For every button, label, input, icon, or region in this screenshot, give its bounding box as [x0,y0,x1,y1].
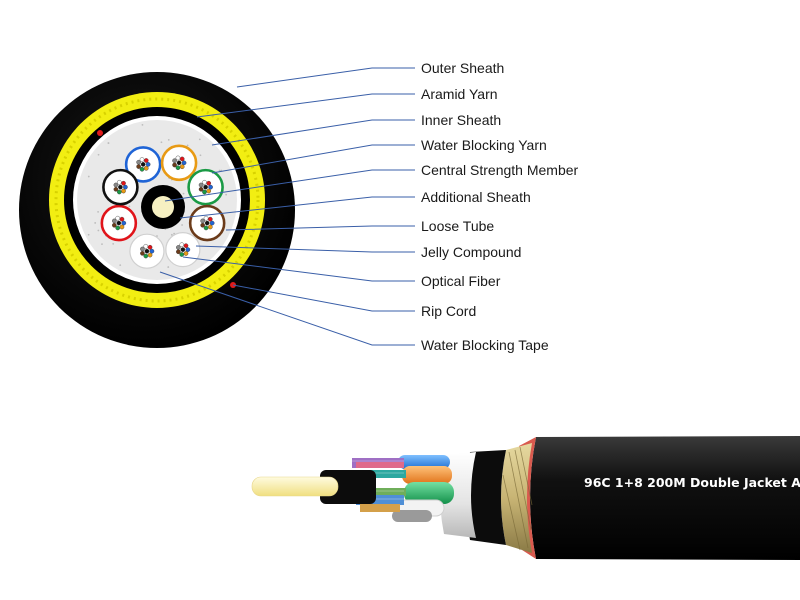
label-additional-sheath: Additional Sheath [421,189,531,205]
optical-fiber [114,187,118,191]
optical-fiber [140,251,144,255]
jelly-dot [225,194,227,196]
optical-fiber [145,249,149,253]
optical-fiber [121,181,125,185]
label-rip-cord: Rip Cord [421,303,476,319]
jelly-dot [142,124,144,126]
optical-fiber [144,244,148,248]
label-outer-sheath: Outer Sheath [421,60,504,76]
jelly-dot [181,224,183,226]
outer-jacket [530,436,800,560]
optical-fiber [208,185,212,189]
optical-fiber [117,180,121,184]
jelly-dot [119,264,121,266]
loose-tube-orange [162,146,196,180]
optical-fiber [121,189,125,193]
optical-fiber [116,216,120,220]
optical-fiber [112,223,116,227]
jelly-dot [98,154,100,156]
jelly-dot [88,176,90,178]
optical-fiber [117,221,121,225]
optical-fiber [148,245,152,249]
optical-fiber [120,217,124,221]
label-water-blocking-tape: Water Blocking Tape [421,337,549,353]
jelly-dot [167,266,169,268]
loose-tube-red [102,206,136,240]
label-water-blocking-yarn: Water Blocking Yarn [421,137,547,153]
jelly-dot [112,243,114,245]
optical-fiber [137,164,141,168]
optical-fiber [148,253,152,257]
optical-fiber [208,217,212,221]
jelly-dot [200,154,202,156]
optical-fiber [180,165,184,169]
jelly-dot [97,230,99,232]
loose-tube-green [189,170,223,204]
jelly-dot [168,139,170,141]
loose-tube-white [166,233,200,267]
optical-fiber [144,158,148,162]
label-aramid-yarn: Aramid Yarn [421,86,498,102]
optical-fiber [123,185,127,189]
optical-fiber [207,181,211,185]
optical-fiber [141,162,145,166]
optical-fiber [186,247,190,251]
optical-fiber [208,225,212,229]
tube-orange [402,466,452,484]
jelly-dot [128,205,130,207]
loose-tube-black [103,170,137,204]
jelly-dot [101,243,103,245]
optical-fiber [176,250,180,254]
rip-cord-dot-1 [97,130,103,136]
optical-fiber [180,157,184,161]
optical-fiber [184,244,188,248]
optical-fiber [120,225,124,229]
jelly-dot [108,142,110,144]
optical-fiber [180,243,184,247]
optical-fiber [182,161,186,165]
optical-fiber [210,221,214,225]
label-jelly-compound: Jelly Compound [421,244,521,260]
optical-fiber [177,161,181,165]
cable-print-text: 96C 1+8 200M Double Jacket ADSS [584,475,800,490]
optical-fiber [176,156,180,160]
jelly-dot [94,222,96,224]
strength-member-rod [252,477,338,496]
optical-fiber [146,162,150,166]
label-loose-tube: Loose Tube [421,218,494,234]
optical-fiber [144,166,148,170]
optical-fiber [140,157,144,161]
optical-fiber [201,223,205,227]
optical-fiber [202,180,206,184]
leader-outer-sheath [237,68,415,87]
optical-fiber [199,187,203,191]
jelly-dot [88,234,90,236]
optical-fiber [204,216,208,220]
loose-tube-brown [190,206,224,240]
jelly-dot [183,193,185,195]
optical-fiber [205,221,209,225]
labels: Outer Sheath Aramid Yarn Inner Sheath Wa… [421,60,579,353]
central-strength-member [152,196,174,218]
optical-fiber [207,189,211,193]
optical-fiber [203,185,207,189]
optical-fiber [181,247,185,251]
label-central-strength-member: Central Strength Member [421,162,579,178]
label-optical-fiber: Optical Fiber [421,273,501,289]
jelly-dot [97,211,99,213]
loose-tube-white [130,234,164,268]
optical-fiber [172,163,176,167]
optical-fiber [122,221,126,225]
label-inner-sheath: Inner Sheath [421,112,501,128]
optical-fiber [118,185,122,189]
jelly-dot [161,141,163,143]
optical-fiber [150,249,154,253]
jelly-dot [199,138,201,140]
optical-fiber [184,251,188,255]
jelly-dot [187,144,189,146]
stripped-cable: 96C 1+8 200M Double Jacket ADSS [252,436,800,560]
